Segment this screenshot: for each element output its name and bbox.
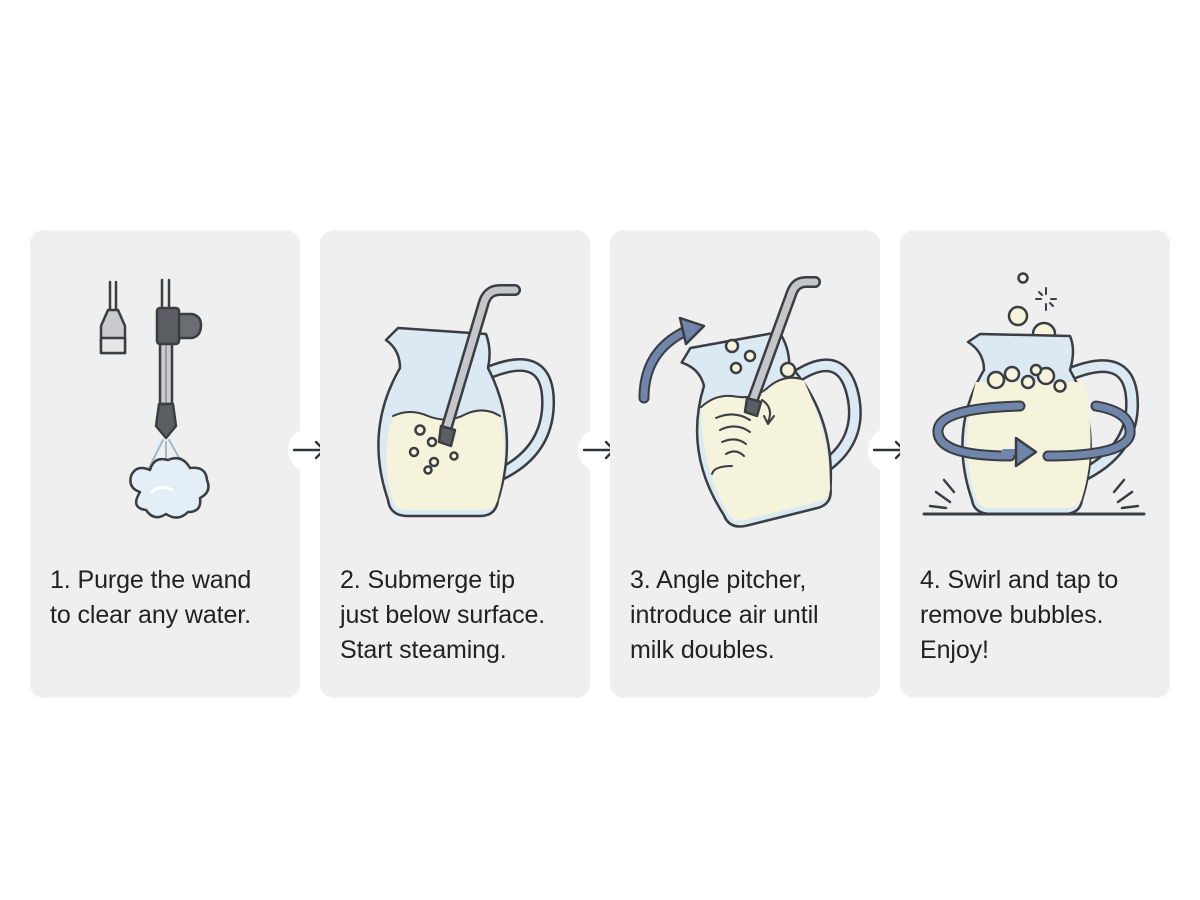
step-card-2: 2. Submerge tip just below surface. Star… <box>320 230 590 698</box>
step-caption-1: 1. Purge the wand to clear any water. <box>50 566 252 629</box>
pitcher-submerged-wand-icon <box>377 284 556 518</box>
step-caption-2: 2. Submerge tip just below surface. Star… <box>340 566 546 664</box>
step-caption-3: 3. Angle pitcher, introduce air until mi… <box>630 566 819 664</box>
step-caption-4: 4. Swirl and tap to remove bubbles. Enjo… <box>920 566 1119 664</box>
step-card-1: 1. Purge the wand to clear any water. <box>30 230 300 698</box>
step-card-4: 4. Swirl and tap to remove bubbles. Enjo… <box>900 230 1170 698</box>
step-card-3: 3. Angle pitcher, introduce air until mi… <box>610 230 880 698</box>
tilted-pitcher-vortex-icon <box>638 276 862 528</box>
pitcher-swirl-tap-icon <box>922 272 1146 516</box>
steam-wand-purge-icon <box>99 278 210 519</box>
